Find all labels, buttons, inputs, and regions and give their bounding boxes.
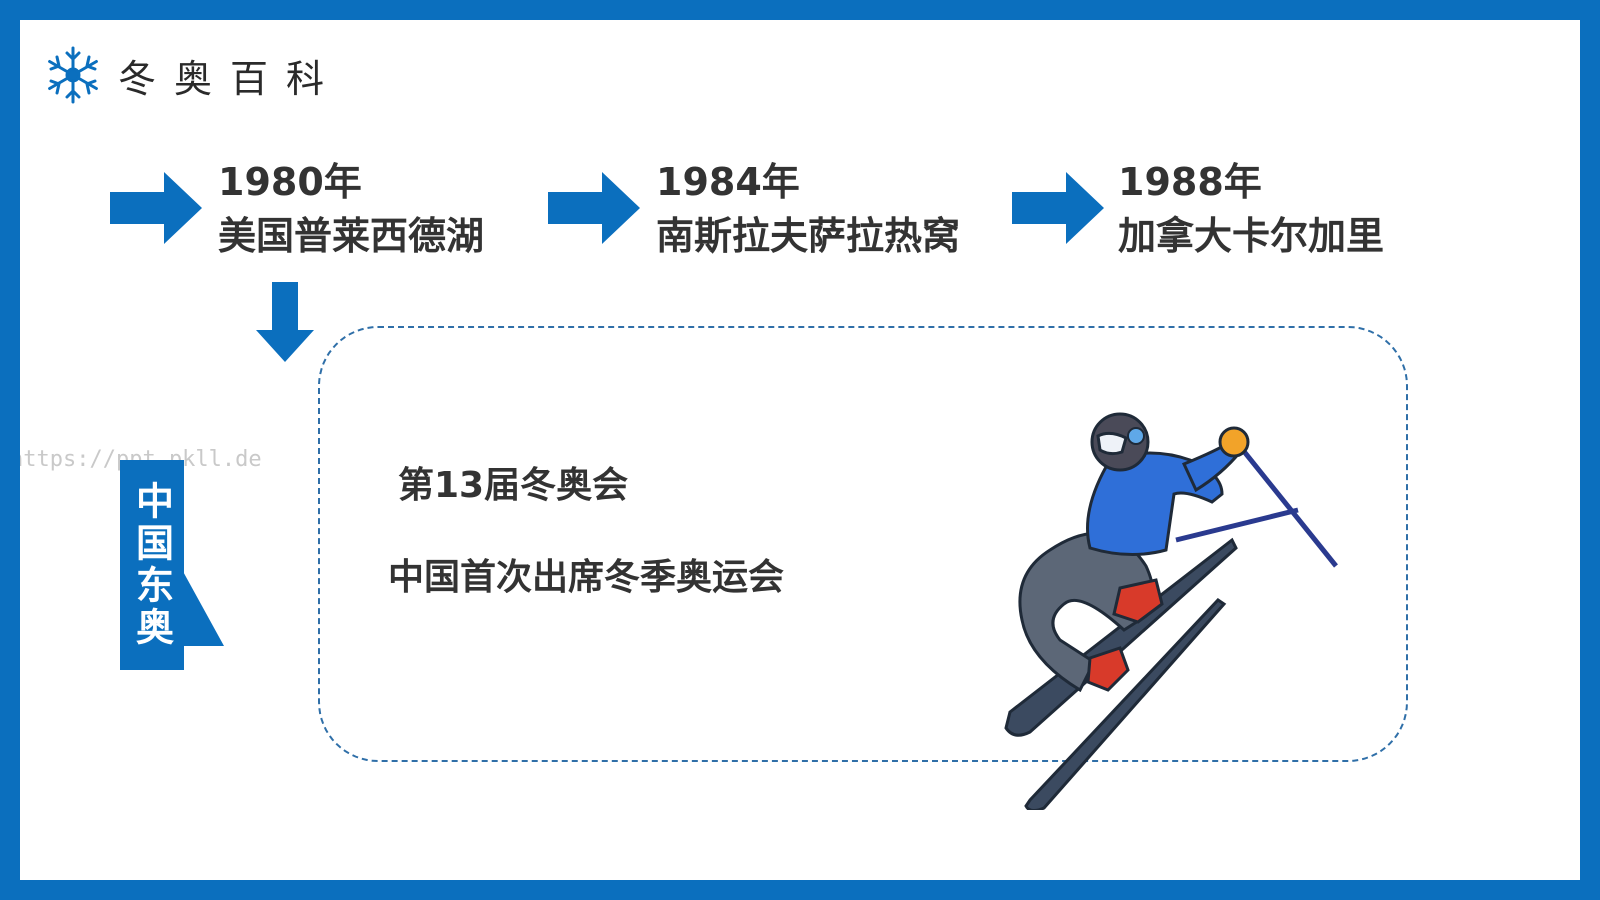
detail-title: 第13届冬奥会 <box>398 465 629 506</box>
page-title: 冬奥百科 <box>118 56 343 101</box>
arrow-right-icon <box>548 172 640 244</box>
timeline-entry-1988: 1988年 加拿大卡尔加里 <box>1118 156 1384 264</box>
timeline-place: 南斯拉夫萨拉热窝 <box>656 214 961 258</box>
timeline-place: 美国普莱西德湖 <box>218 214 485 258</box>
detail-text: 中国首次出席冬季奥运会 <box>388 557 785 598</box>
header: 冬奥百科 <box>42 40 342 110</box>
arrow-right-icon <box>1012 172 1104 244</box>
timeline-year: 1988年 <box>1118 160 1262 204</box>
detail-box <box>318 326 1408 762</box>
timeline-entry-1980: 1980年 美国普莱西德湖 <box>218 156 484 264</box>
side-label: 中国东奥 <box>120 460 184 670</box>
timeline-place: 加拿大卡尔加里 <box>1118 214 1385 258</box>
timeline-year: 1984年 <box>656 160 800 204</box>
timeline-year: 1980年 <box>218 160 362 204</box>
side-label-pointer <box>180 566 224 646</box>
arrow-right-icon <box>110 172 202 244</box>
arrow-down-icon <box>256 282 314 362</box>
skier-illustration <box>1004 412 1338 810</box>
timeline-entry-1984: 1984年 南斯拉夫萨拉热窝 <box>656 156 960 264</box>
snowflake-icon <box>48 46 98 104</box>
slide-canvas: 冬奥百科 1980年 美国普莱西德湖 1984年 南斯拉夫萨拉热窝 1988年 … <box>20 20 1580 880</box>
